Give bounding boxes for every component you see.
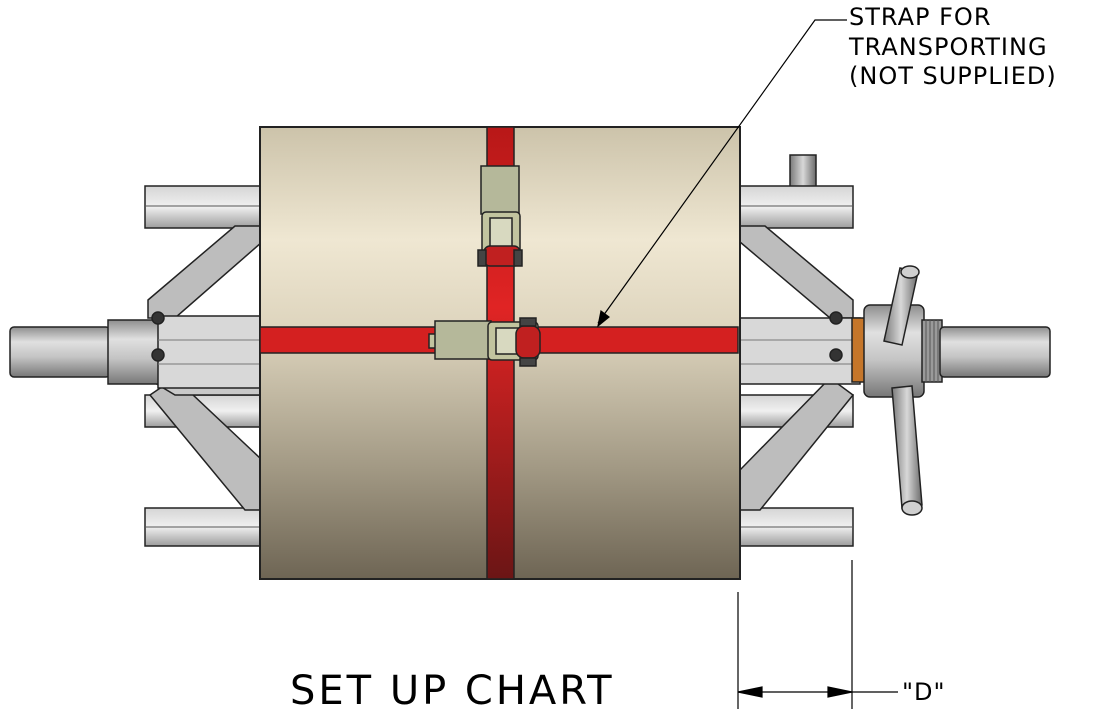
- tightening-handle: [883, 265, 923, 516]
- left-upper-brace: [147, 225, 263, 319]
- callout-text-line-3: (NOT SUPPLIED): [849, 62, 1057, 90]
- dimension-label: "D": [902, 678, 946, 706]
- right-frame-top-bar: [734, 185, 854, 229]
- horizontal-strap-buckle: [428, 317, 541, 367]
- right-bolt-top: [829, 311, 843, 325]
- left-bolt-bottom: [151, 348, 165, 362]
- right-shaft-assembly: [734, 265, 1051, 516]
- left-bolt-top: [151, 311, 165, 325]
- right-upper-brace: [739, 225, 854, 319]
- threaded-collar: [921, 319, 943, 383]
- right-lower-brace: [739, 377, 855, 511]
- dimension-d: [737, 560, 898, 709]
- right-bolt-bottom: [829, 348, 843, 362]
- callout-leader: [597, 19, 847, 328]
- right-frame: [734, 154, 855, 547]
- callout-text-line-2: TRANSPORTING: [849, 33, 1048, 61]
- strap-assembly: [259, 126, 739, 580]
- right-frame-post: [789, 154, 817, 189]
- vertical-strap-buckle: [477, 165, 523, 267]
- chart-title: SET UP CHART: [290, 668, 615, 714]
- left-frame-top-bar: [144, 185, 266, 229]
- right-shaft: [939, 326, 1051, 378]
- callout-text-line-1: STRAP FOR: [849, 3, 992, 31]
- left-shaft: [9, 311, 269, 389]
